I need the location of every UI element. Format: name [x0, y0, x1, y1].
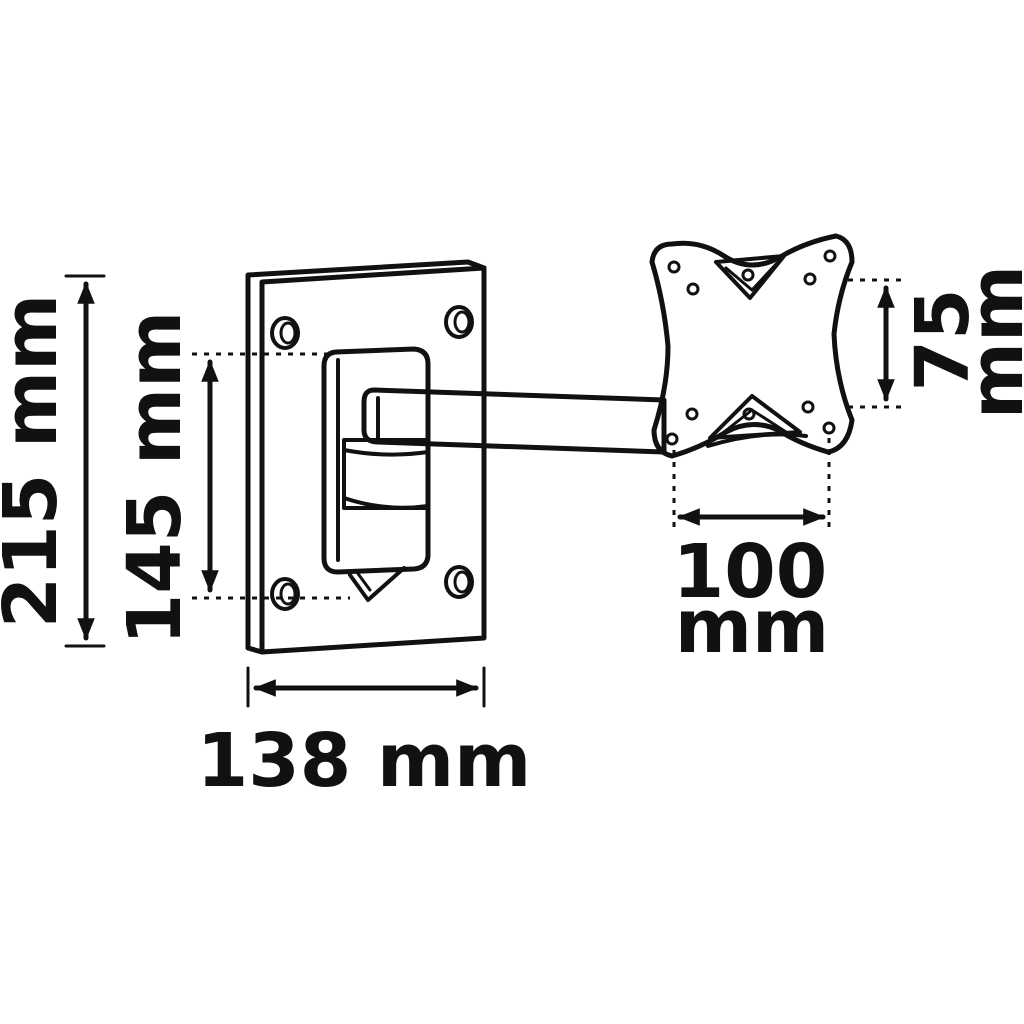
- vesa-hole-bl: [665, 432, 679, 446]
- vesa-height-unit-label: mm: [954, 265, 1024, 419]
- hole-spacing-label: 145 mm: [112, 311, 198, 645]
- vesa-hole-top-center: [741, 268, 755, 282]
- dimension-vesa-width: 100 mm: [672, 438, 831, 670]
- dimension-plate-width: 138 mm: [197, 666, 531, 804]
- vesa-hole-bottom-center: [742, 407, 756, 421]
- hinge-bracket: [321, 346, 431, 602]
- extension-arm: [361, 387, 667, 455]
- vesa-hole-ml: [686, 282, 700, 296]
- vesa-hole-lmr: [801, 400, 815, 414]
- plate-height-label: 215 mm: [0, 294, 74, 628]
- dimension-hole-spacing: 145 mm: [112, 311, 350, 645]
- dimension-plate-height: 215 mm: [0, 274, 106, 648]
- vesa-hole-tl: [667, 260, 681, 274]
- wall-plate: [245, 259, 487, 655]
- plate-hole-bottom-right: [444, 565, 474, 599]
- plate-hole-top-left: [270, 316, 300, 350]
- vesa-hole-mr: [803, 272, 817, 286]
- vesa-width-unit-label: mm: [675, 584, 829, 670]
- vesa-hole-br: [822, 421, 836, 435]
- vesa-hole-tr: [823, 249, 837, 263]
- dimension-vesa-height: 75 mm: [848, 265, 1024, 419]
- vesa-hole-lml: [685, 407, 699, 421]
- vesa-plate: [649, 233, 855, 459]
- plate-width-label: 138 mm: [197, 718, 531, 804]
- plate-hole-top-right: [444, 305, 474, 339]
- vesa-width-value-label: 100: [673, 529, 827, 615]
- vesa-height-value-label: 75: [900, 289, 986, 392]
- plate-hole-bottom-left: [270, 577, 300, 611]
